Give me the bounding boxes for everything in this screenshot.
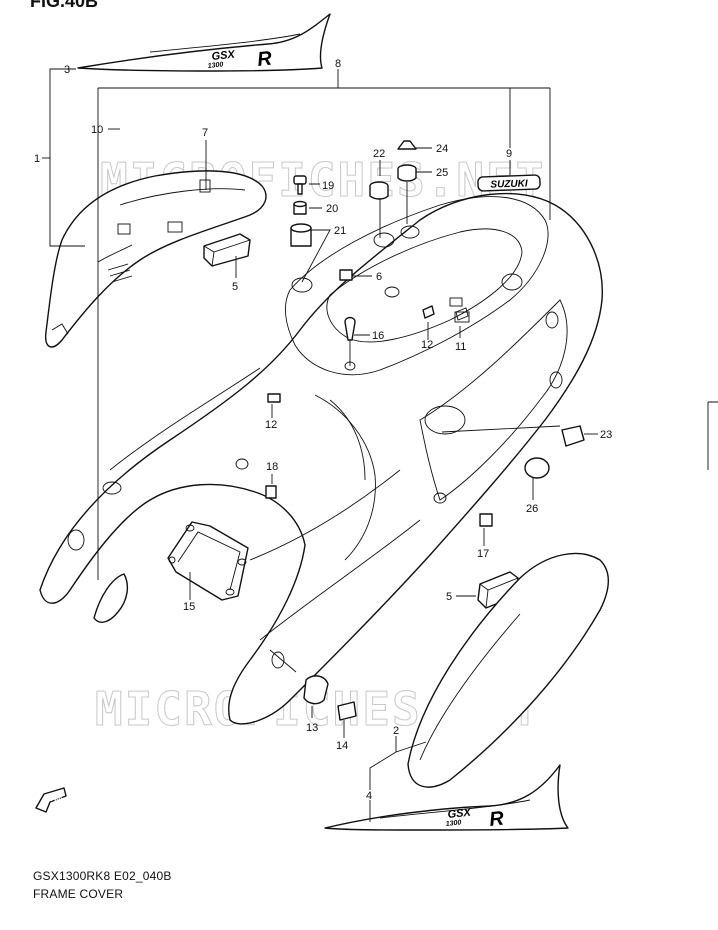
callout-22: 22 <box>373 148 385 160</box>
fwd-label: FWD <box>51 797 63 803</box>
callout-3: 3 <box>64 64 70 76</box>
callout-15: 15 <box>183 601 195 613</box>
decal-lower-1300: 1300 <box>445 819 461 828</box>
callout-9: 9 <box>506 148 512 160</box>
callout-4: 4 <box>366 790 372 802</box>
callout-5a: 5 <box>232 281 238 293</box>
callout-17: 17 <box>477 548 489 560</box>
callout-12a: 12 <box>421 339 433 351</box>
fasteners <box>265 140 585 721</box>
callout-21: 21 <box>334 225 346 237</box>
decal-lower: GSX 1300 R <box>324 764 569 831</box>
bracket <box>167 521 249 601</box>
fwd-arrow: FWD <box>35 787 67 813</box>
callout-1: 1 <box>34 153 40 165</box>
callout-labels: 1 2 3 4 5 5 6 7 8 9 10 11 12 12 13 14 15… <box>34 58 612 802</box>
callout-14: 14 <box>336 740 348 752</box>
suzuki-badge: SUZUKI <box>477 174 541 192</box>
callout-12b: 12 <box>265 419 277 431</box>
decal-upper-r: R <box>256 48 273 71</box>
callout-6: 6 <box>376 271 382 283</box>
callout-7: 7 <box>202 127 208 139</box>
caption-model-code: GSX1300RK8 E02_040B <box>33 869 172 883</box>
badge-text: SUZUKI <box>490 178 528 190</box>
figure-label: FIG.40B <box>30 0 99 11</box>
callout-26: 26 <box>526 503 538 515</box>
callout-23: 23 <box>600 429 612 441</box>
cushion-upper <box>203 233 251 267</box>
decal-upper-gsx: GSX <box>211 49 236 63</box>
lower-left-flap <box>93 573 129 623</box>
callout-25: 25 <box>436 167 448 179</box>
callout-24: 24 <box>436 143 448 155</box>
callout-16: 16 <box>372 330 384 342</box>
caption-title: FRAME COVER <box>33 887 124 901</box>
callout-2: 2 <box>393 725 399 737</box>
callout-19: 19 <box>322 180 334 192</box>
callout-5b: 5 <box>446 591 452 603</box>
callout-8: 8 <box>335 58 341 70</box>
callout-20: 20 <box>326 203 338 215</box>
decal-lower-gsx: GSX <box>447 807 472 821</box>
leader-lines <box>42 68 598 822</box>
callout-10: 10 <box>91 124 103 136</box>
decal-lower-r: R <box>488 808 505 831</box>
left-side-cover <box>45 170 267 348</box>
callout-13: 13 <box>306 722 318 734</box>
edge-mark <box>707 401 718 470</box>
decal-upper-1300: 1300 <box>207 61 223 70</box>
callout-11: 11 <box>455 341 466 353</box>
decal-upper: GSX 1300 R <box>77 13 331 72</box>
right-side-cover <box>407 552 609 788</box>
callout-18: 18 <box>266 461 278 473</box>
